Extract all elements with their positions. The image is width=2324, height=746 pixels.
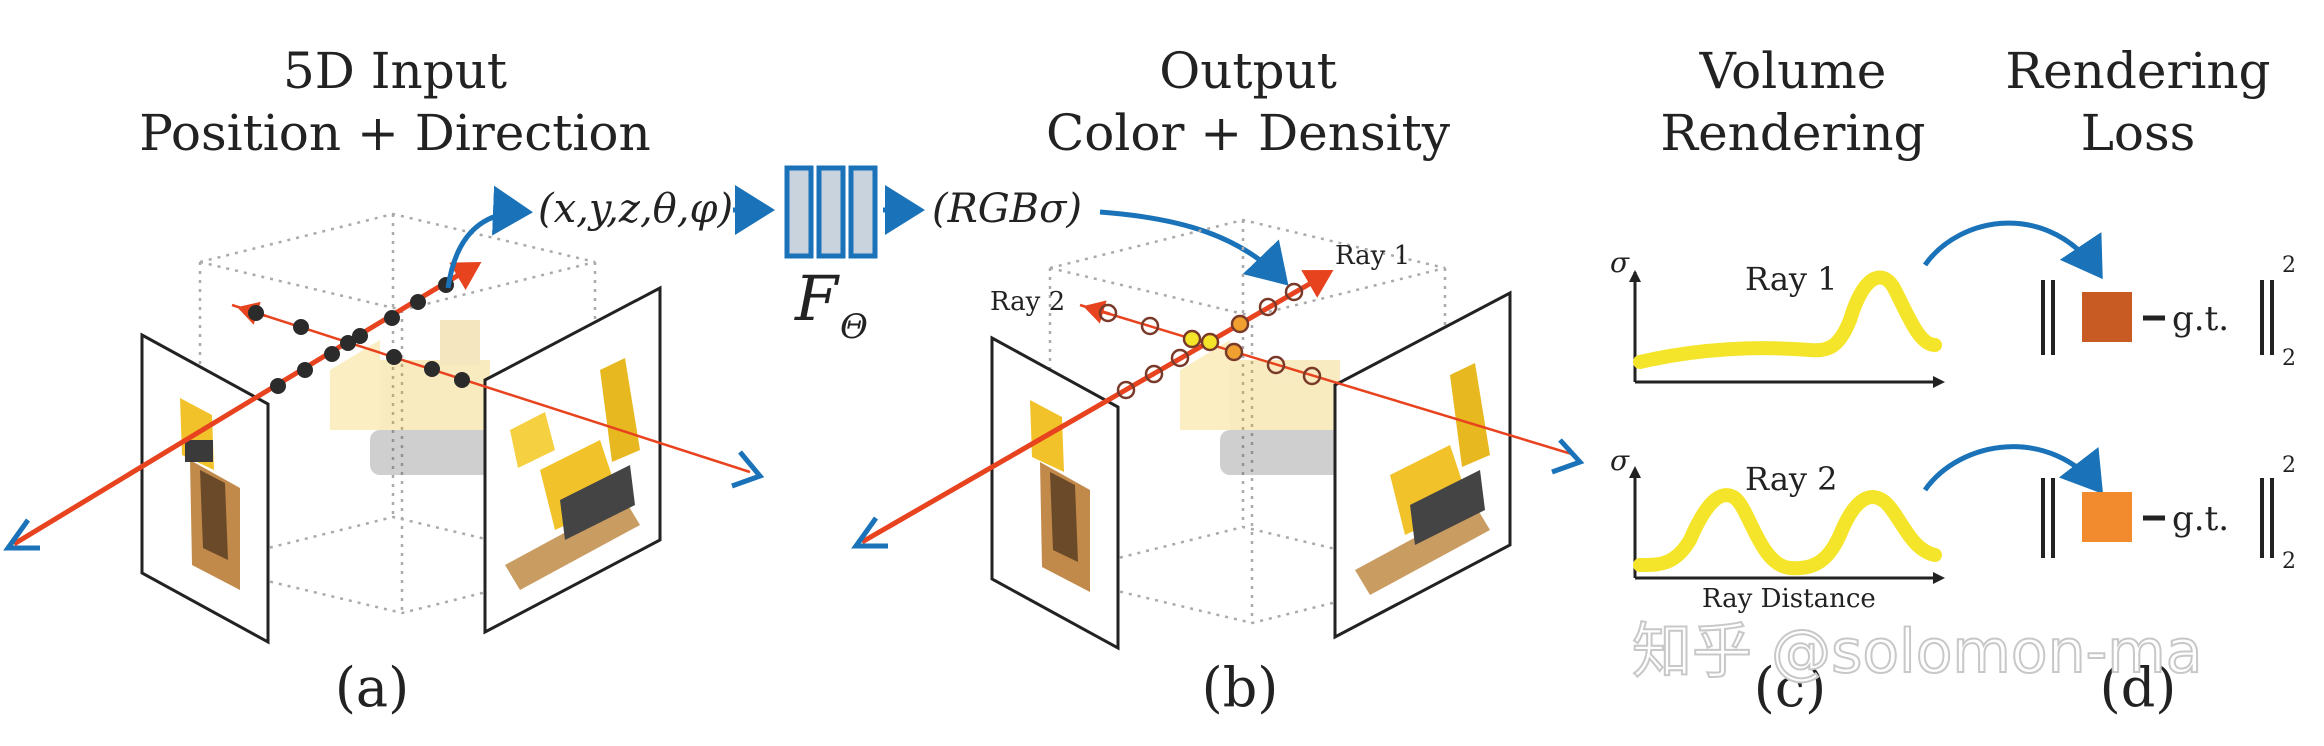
plot1-density-symbol: σ (1610, 246, 1630, 279)
ray1-label: Ray 1 (1335, 241, 1410, 271)
panel-label-d: (d) (2100, 656, 2177, 719)
panel-a-scene (3, 185, 765, 645)
arrow-plot1-to-loss (1922, 220, 2103, 280)
arrow-plot2-to-loss (1922, 444, 2104, 494)
loss-term-ray1: g.t. 2 2 (2041, 253, 2296, 371)
loss-norm-subscript-ray2: 2 (2282, 549, 2296, 574)
arrow-output-to-scene (1099, 209, 1289, 286)
panel-label-c: (c) (1754, 656, 1826, 719)
camera-b-left-icon (851, 516, 888, 549)
right-image-plane (483, 285, 662, 635)
density-plot-ray1: σ Ray 1 (1610, 246, 1945, 388)
loss-norm-subscript-ray1: 2 (2282, 346, 2296, 371)
output-heading-line2: Color + Density (1046, 104, 1451, 162)
loss-gt-label-ray1: g.t. (2172, 299, 2229, 339)
input-heading-line1: 5D Input (283, 42, 507, 100)
ray-main-a-head (394, 261, 482, 315)
volume-heading-line2: Rendering (1660, 104, 1925, 162)
camera-a-right-icon (731, 450, 765, 489)
loss-norm-superscript-ray2: 2 (2282, 453, 2296, 478)
panel-b-scene: Ray 1 Ray 2 (851, 218, 1585, 651)
volume-heading-line1: Volume (1699, 42, 1887, 100)
loss-color-swatch-ray1 (2082, 292, 2132, 342)
plot2-density-symbol: σ (1610, 444, 1630, 477)
ray-secondary-a (231, 303, 751, 474)
panel-c-plots: σ Ray 1 σ Ray 2 Ray Distance (1610, 220, 2104, 614)
loss-term-ray2: g.t. 2 2 (2041, 453, 2296, 574)
arrow-ray-to-input (445, 185, 533, 289)
section-headings: 5D Input Position + Direction Output Col… (139, 42, 2270, 162)
function-symbol: F (794, 262, 840, 335)
loss-gt-label-ray2: g.t. (2172, 499, 2229, 539)
panel-labels: (a) (b) (c) (d) (335, 656, 2177, 719)
panel-d-loss: g.t. 2 2 g.t. 2 2 (2041, 253, 2296, 574)
ray-secondary-b (1079, 303, 1576, 457)
plot2-density-curve (1633, 488, 1942, 576)
panel-label-b: (b) (1202, 656, 1279, 719)
input-heading-line2: Position + Direction (139, 104, 650, 162)
sample-points-b-ray2 (1098, 303, 1322, 386)
function-subscript: Θ (840, 307, 868, 347)
plot1-title: Ray 1 (1745, 260, 1838, 298)
output-tuple: (RGBσ) (932, 186, 1082, 232)
left-image-plane-b (990, 335, 1120, 651)
right-image-plane-b (1333, 290, 1512, 640)
sample-points-b-ray1 (1116, 282, 1304, 400)
plot2-title: Ray 2 (1745, 460, 1838, 498)
ray2-label: Ray 2 (990, 287, 1065, 317)
watermark-text: 知乎 @solomon-ma (1632, 617, 2202, 687)
density-plot-ray2: σ Ray 2 Ray Distance (1610, 444, 1945, 614)
camera-a-left-icon (3, 518, 40, 551)
ray-secondary-b-head (1083, 300, 1111, 324)
camera-icons-a (3, 450, 765, 551)
left-image-plane (140, 332, 270, 645)
sample-points-a (248, 277, 470, 394)
panel-label-a: (a) (335, 656, 409, 719)
loss-heading-line2: Loss (2081, 104, 2196, 162)
camera-b-right-icon (1551, 438, 1585, 475)
plot2-x-axis-label: Ray Distance (1702, 584, 1876, 614)
loss-color-swatch-ray2 (2082, 492, 2132, 542)
camera-icons-b (851, 438, 1585, 549)
loss-heading-line1: Rendering (2005, 42, 2270, 100)
loss-norm-superscript-ray1: 2 (2282, 253, 2296, 278)
scene-object-ghost-b (1180, 340, 1350, 475)
ray-main-b-head (1249, 270, 1334, 320)
network-layers (784, 165, 878, 259)
plot1-density-curve (1633, 270, 1942, 369)
network-block: (x,y,z,θ,φ) F Θ (RGBσ) (538, 165, 1289, 347)
output-heading-line1: Output (1159, 42, 1337, 100)
input-tuple: (x,y,z,θ,φ) (538, 186, 733, 232)
